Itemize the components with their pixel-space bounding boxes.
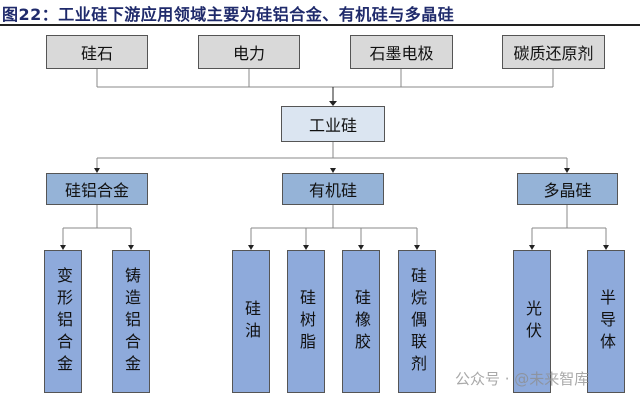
leaf-box-photovoltaic: 光伏 xyxy=(513,250,551,393)
leaf-box-wrought-aluminum-alloy: 变形铝合金 xyxy=(44,250,82,393)
input-box-graphite-electrode: 石墨电极 xyxy=(350,35,453,69)
watermark: 公众号 · @未来智库 xyxy=(455,370,590,388)
figure-title: 图22：工业硅下游应用领域主要为硅铝合金、有机硅与多晶硅 xyxy=(2,5,455,24)
branch-box-polysilicon: 多晶硅 xyxy=(517,173,618,205)
leaf-box-silicone-oil: 硅油 xyxy=(232,250,270,393)
leaf-box-semiconductor: 半导体 xyxy=(587,250,625,393)
input-box-electricity: 电力 xyxy=(198,35,300,69)
input-box-silica: 硅石 xyxy=(46,35,148,69)
input-box-carbon-reductant: 碳质还原剂 xyxy=(502,35,605,69)
leaf-box-silicone-rubber: 硅橡胶 xyxy=(342,250,380,393)
title-rule xyxy=(0,24,640,26)
leaf-box-silicone-resin: 硅树脂 xyxy=(287,250,325,393)
branch-box-organosilicon: 有机硅 xyxy=(282,173,384,205)
industrial-silicon-box: 工业硅 xyxy=(281,106,385,142)
branch-box-silicon-aluminum-alloy: 硅铝合金 xyxy=(46,173,148,205)
leaf-box-cast-aluminum-alloy: 铸造铝合金 xyxy=(112,250,150,393)
leaf-box-silane-coupling-agent: 硅烷偶联剂 xyxy=(398,250,436,393)
